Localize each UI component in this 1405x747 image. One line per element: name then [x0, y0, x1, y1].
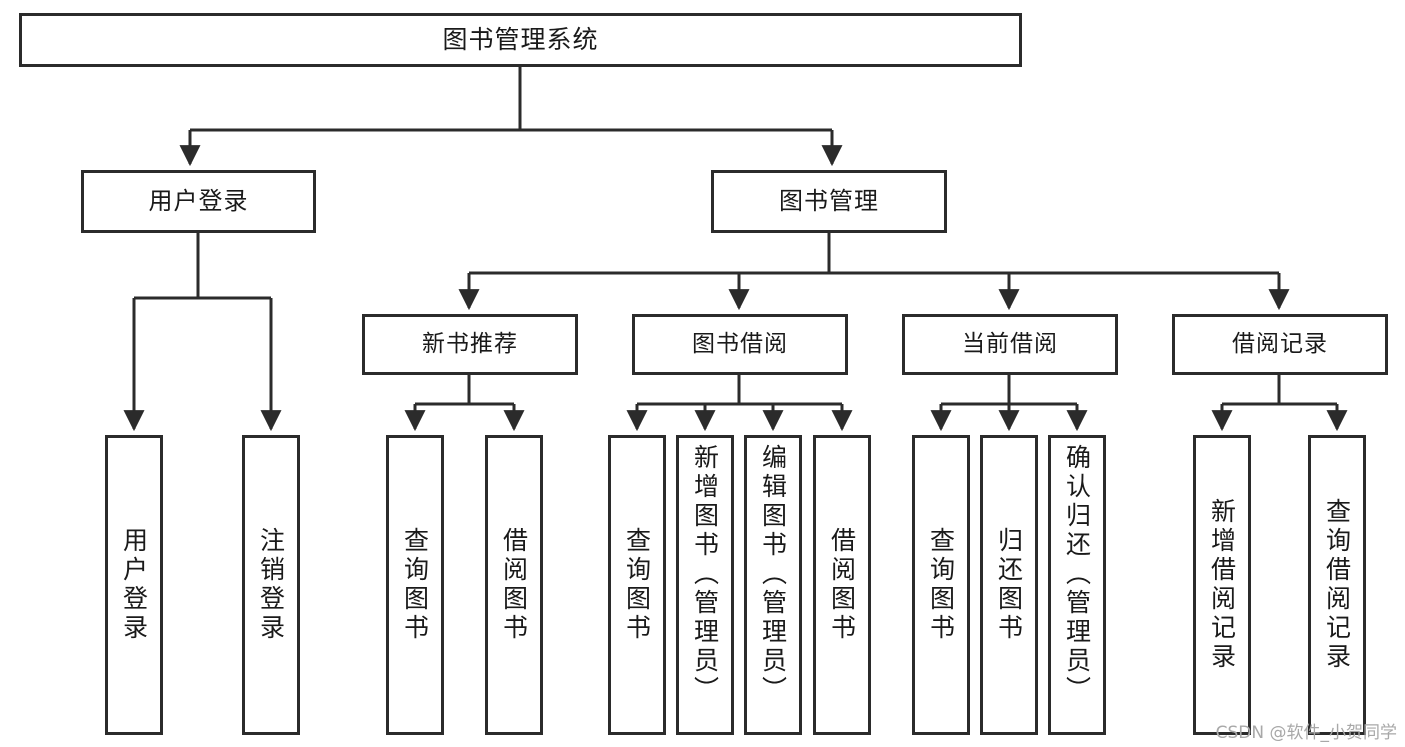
- node-label: 编辑图书（管理员）: [758, 444, 788, 705]
- leaf-query-book-borrow[interactable]: 查询图书: [608, 435, 666, 735]
- leaf-return-book[interactable]: 归还图书: [980, 435, 1038, 735]
- leaf-borrow-book-recommend[interactable]: 借阅图书: [485, 435, 543, 735]
- node-new-book-recommend[interactable]: 新书推荐: [362, 314, 578, 375]
- leaf-edit-book-admin[interactable]: 编辑图书（管理员）: [744, 435, 802, 735]
- node-label: 查询借阅记录: [1322, 498, 1352, 672]
- node-label: 借阅图书: [827, 527, 857, 643]
- node-book-borrow[interactable]: 图书借阅: [632, 314, 848, 375]
- leaf-confirm-return-admin[interactable]: 确认归还（管理员）: [1048, 435, 1106, 735]
- node-label: 确认归还（管理员）: [1062, 444, 1092, 705]
- node-label: 借阅记录: [1232, 331, 1328, 358]
- leaf-logout[interactable]: 注销登录: [242, 435, 300, 735]
- leaf-add-borrow-record[interactable]: 新增借阅记录: [1193, 435, 1251, 735]
- node-label: 查询图书: [400, 527, 430, 643]
- node-label: 图书管理: [779, 186, 879, 215]
- node-root-system[interactable]: 图书管理系统: [19, 13, 1022, 67]
- node-label: 归还图书: [994, 527, 1024, 643]
- node-label: 用户登录: [119, 527, 149, 643]
- node-label: 新书推荐: [422, 331, 518, 358]
- node-label: 新增图书（管理员）: [690, 444, 720, 705]
- node-current-borrow[interactable]: 当前借阅: [902, 314, 1118, 375]
- leaf-query-book-current[interactable]: 查询图书: [912, 435, 970, 735]
- node-label: 借阅图书: [499, 527, 529, 643]
- node-borrow-record[interactable]: 借阅记录: [1172, 314, 1388, 375]
- node-label: 查询图书: [926, 527, 956, 643]
- leaf-add-book-admin[interactable]: 新增图书（管理员）: [676, 435, 734, 735]
- node-user-login[interactable]: 用户登录: [81, 170, 316, 233]
- leaf-query-book-recommend[interactable]: 查询图书: [386, 435, 444, 735]
- leaf-user-login[interactable]: 用户登录: [105, 435, 163, 735]
- node-label: 用户登录: [148, 186, 249, 215]
- node-label: 查询图书: [622, 527, 652, 643]
- node-label: 当前借阅: [962, 331, 1058, 358]
- watermark-text: CSDN @软件_小贺同学: [1215, 723, 1397, 743]
- node-book-management[interactable]: 图书管理: [711, 170, 947, 233]
- node-label: 图书管理系统: [442, 24, 599, 54]
- leaf-query-borrow-record[interactable]: 查询借阅记录: [1308, 435, 1366, 735]
- leaf-borrow-book[interactable]: 借阅图书: [813, 435, 871, 735]
- node-label: 新增借阅记录: [1207, 498, 1237, 672]
- node-label: 注销登录: [256, 527, 286, 643]
- node-label: 图书借阅: [692, 331, 788, 358]
